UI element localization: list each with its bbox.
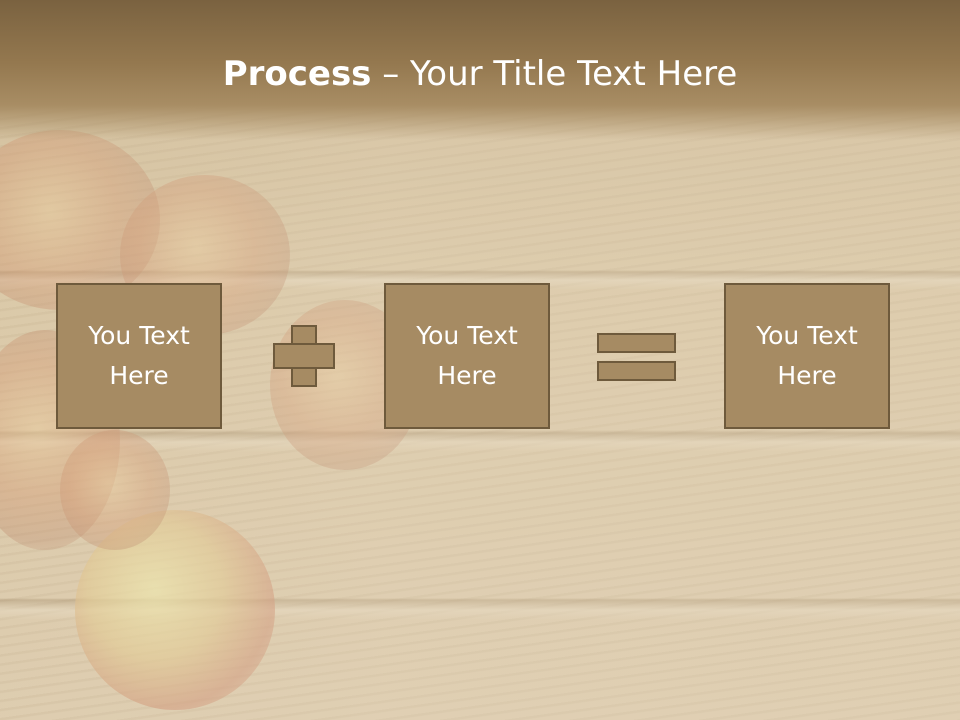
box-text: You Text Here — [737, 316, 877, 396]
slide-title[interactable]: Process – Your Title Text Here — [0, 52, 960, 96]
plus-icon-center — [293, 345, 315, 367]
process-box-1[interactable]: You Text Here — [56, 283, 222, 429]
process-box-2[interactable]: You Text Here — [384, 283, 550, 429]
box-text-line-1: You Text — [756, 321, 858, 350]
box-text-line-1: You Text — [88, 321, 190, 350]
box-text: You Text Here — [69, 316, 209, 396]
box-text-line-2: Here — [777, 361, 837, 390]
apple-image — [0, 130, 160, 310]
title-bold: Process — [222, 54, 372, 94]
process-box-3[interactable]: You Text Here — [724, 283, 890, 429]
box-text-line-1: You Text — [416, 321, 518, 350]
apple-image — [60, 430, 170, 550]
equals-icon — [597, 333, 676, 353]
equals-icon-bar — [597, 361, 676, 381]
box-text-line-2: Here — [437, 361, 497, 390]
box-text: You Text Here — [397, 316, 537, 396]
title-rest: – Your Title Text Here — [371, 54, 738, 94]
apple-image — [75, 510, 275, 710]
title-band — [0, 0, 960, 140]
box-text-line-2: Here — [109, 361, 169, 390]
